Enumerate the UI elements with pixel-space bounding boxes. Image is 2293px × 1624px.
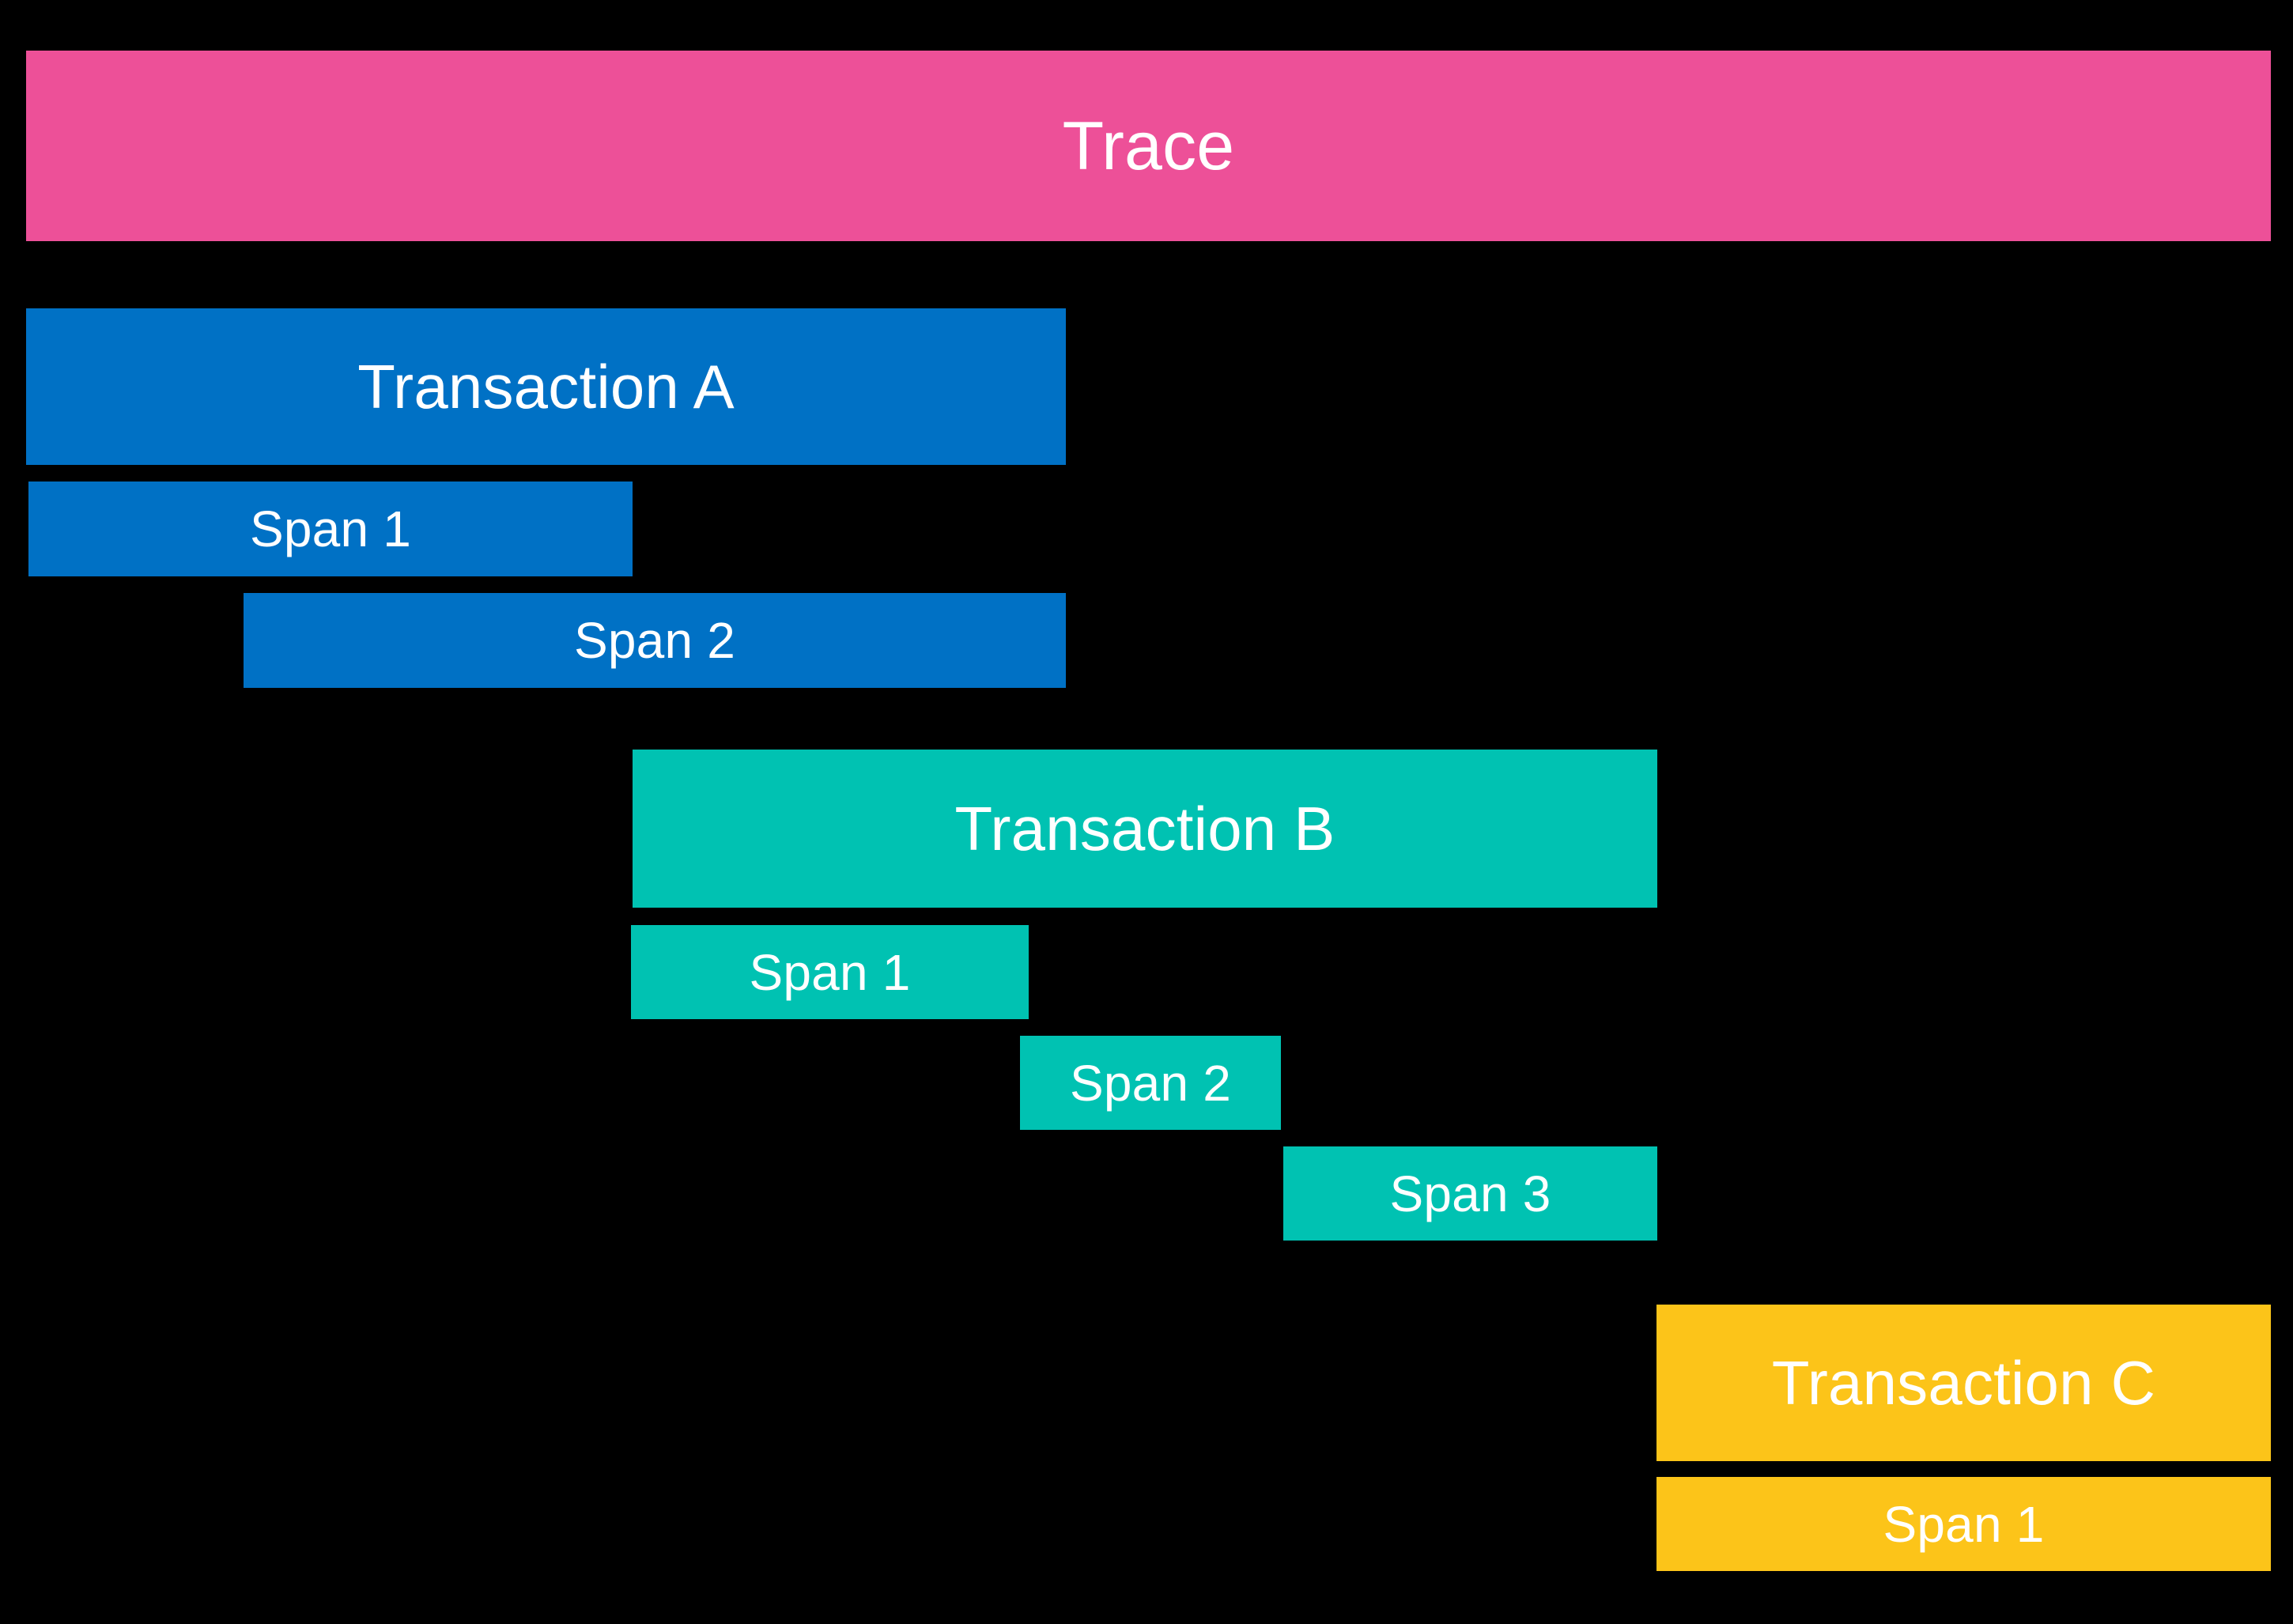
transaction-bar-transaction-c-label: Transaction C bbox=[1771, 1348, 2156, 1418]
span-bar-transaction-a-span-1-label: Span 1 bbox=[249, 500, 412, 557]
span-bar-transaction-a-span-2-label: Span 2 bbox=[573, 612, 736, 669]
transaction-bar-transaction-a[interactable]: Transaction A bbox=[26, 308, 1066, 465]
span-bar-transaction-c-span-1-label: Span 1 bbox=[1883, 1495, 2045, 1553]
span-bar-transaction-b-span-2-label: Span 2 bbox=[1069, 1054, 1232, 1112]
transaction-bar-transaction-c[interactable]: Transaction C bbox=[1656, 1305, 2271, 1461]
span-bar-transaction-b-span-2[interactable]: Span 2 bbox=[1020, 1036, 1281, 1130]
span-bar-transaction-b-span-3-label: Span 3 bbox=[1389, 1165, 1551, 1222]
transaction-bar-transaction-b-label: Transaction B bbox=[954, 794, 1335, 863]
transaction-bar-transaction-b[interactable]: Transaction B bbox=[633, 750, 1657, 908]
transaction-bar-transaction-a-label: Transaction A bbox=[357, 352, 735, 421]
trace-bar[interactable]: Trace bbox=[26, 51, 2271, 241]
span-bar-transaction-b-span-1-label: Span 1 bbox=[749, 943, 911, 1001]
span-bar-transaction-b-span-1[interactable]: Span 1 bbox=[631, 925, 1029, 1019]
span-bar-transaction-a-span-2[interactable]: Span 2 bbox=[244, 593, 1066, 688]
span-bar-transaction-b-span-3[interactable]: Span 3 bbox=[1283, 1146, 1657, 1241]
span-bar-transaction-a-span-1[interactable]: Span 1 bbox=[28, 482, 633, 576]
span-bar-transaction-c-span-1[interactable]: Span 1 bbox=[1656, 1477, 2271, 1571]
trace-bar-label: Trace bbox=[1062, 108, 1235, 184]
